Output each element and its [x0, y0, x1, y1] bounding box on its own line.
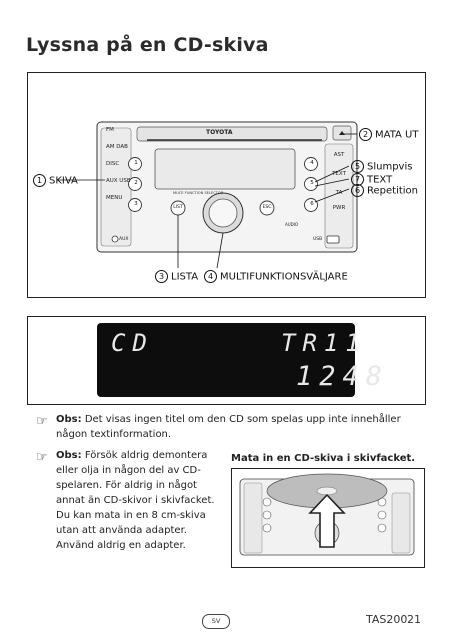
preset-3[interactable]: 3: [134, 201, 138, 207]
preset-5[interactable]: 5: [310, 180, 314, 186]
lcd-time: 1248: [296, 361, 390, 392]
lcd-display: [97, 323, 355, 397]
callout-number: 3: [155, 270, 168, 283]
am-dab-button[interactable]: AM DAB: [106, 144, 128, 150]
language-badge: SV: [202, 614, 230, 629]
usb-port-label: USB: [313, 237, 323, 242]
radio-left-labels: FM AM DAB DISC AUX USB MENU: [106, 127, 131, 202]
list-button[interactable]: LIST: [173, 205, 183, 210]
page-title: Lyssna på en CD-skiva: [26, 34, 269, 56]
preset-1[interactable]: 1: [134, 160, 138, 166]
insert-heading: Mata in en CD-skiva i skivfacket.: [231, 453, 416, 464]
menu-button[interactable]: MENU: [106, 195, 123, 201]
radio-mfs-caption: MULTI FUNCTION SELECTOR: [173, 191, 224, 195]
footer-page-number: 21: [407, 613, 421, 626]
note-1-label: Obs:: [56, 414, 82, 425]
callout-label: MULTIFUNKTIONSVÄLJARE: [220, 271, 348, 283]
disc-button[interactable]: DISC: [106, 161, 120, 167]
callout-label: LISTA: [171, 271, 199, 283]
note-1: Obs: Det visas ingen titel om den CD som…: [56, 412, 418, 442]
preset-4[interactable]: 4: [310, 160, 314, 166]
preset-6[interactable]: 6: [310, 201, 314, 207]
esc-button[interactable]: ESC: [262, 205, 272, 210]
note-hand-icon: ☞: [36, 414, 48, 429]
footer-model: TAS200: [366, 613, 408, 626]
aux-usb-button[interactable]: AUX USB: [106, 178, 131, 184]
callout-label: Repetition: [367, 185, 419, 197]
note-2: Obs: Försök aldrig demontera eller olja …: [56, 448, 221, 553]
callout-number: 4: [204, 270, 217, 283]
callout-number: 1: [33, 174, 46, 187]
note-1-text: Det visas ingen titel om den CD som spel…: [56, 414, 401, 440]
preset-2[interactable]: 2: [134, 180, 138, 186]
callout-label: TEXT: [367, 174, 393, 186]
callout-number: 2: [359, 128, 372, 141]
callout-label: MATA UT: [375, 129, 419, 141]
lcd-source: CD: [111, 329, 154, 357]
callout-number: 5: [351, 160, 364, 173]
fm-button[interactable]: FM: [106, 127, 114, 133]
ast-button[interactable]: AST: [333, 152, 345, 158]
ta-button[interactable]: TA: [335, 190, 343, 196]
note-2-label: Obs:: [56, 450, 82, 461]
callout-label: SKIVA: [49, 175, 78, 187]
aux-jack-label: AUX: [119, 237, 129, 242]
insert-illustration: [239, 473, 415, 556]
lcd-track: TR11: [281, 329, 367, 357]
pwr-button[interactable]: PWR: [332, 205, 346, 211]
radio-illustration: [57, 121, 358, 269]
radio-brand: TOYOTA: [206, 129, 233, 136]
radio-right-labels: AST TEXT TA PWR: [328, 152, 350, 212]
note-hand-icon: ☞: [36, 450, 48, 465]
callout-label: Slumpvis: [367, 161, 413, 173]
note-2-text-2: Du kan mata in en 8 cm-skiva utan att an…: [56, 510, 206, 551]
note-2-text: Försök aldrig demontera eller olja in nå…: [56, 450, 215, 506]
audio-label: AUDIO: [285, 222, 299, 227]
text-button[interactable]: TEXT: [332, 171, 346, 177]
callout-number: 6: [351, 184, 364, 197]
